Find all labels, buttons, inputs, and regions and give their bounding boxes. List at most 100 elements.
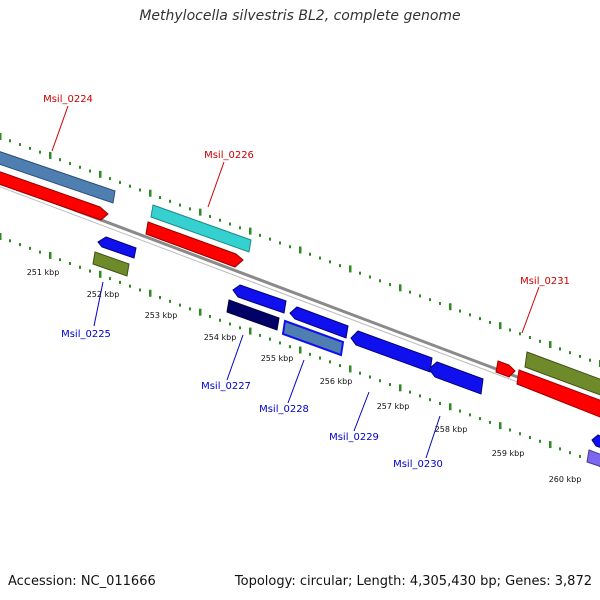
kbp-label: 252 kbp xyxy=(87,290,120,299)
gene-arrow-msil-0229[interactable] xyxy=(350,330,433,373)
tick-mark xyxy=(39,150,41,154)
tick-mark xyxy=(239,226,241,230)
outer-tick-track xyxy=(0,133,600,367)
tick-mark xyxy=(429,398,431,402)
gene-arrow-small-forward[interactable] xyxy=(495,360,516,378)
tick-mark xyxy=(349,265,352,273)
tick-mark xyxy=(579,354,581,358)
tick-mark xyxy=(229,222,231,226)
genome-stats-text: Topology: circular; Length: 4,305,430 bp… xyxy=(234,574,592,589)
tick-mark xyxy=(99,170,102,178)
tick-mark xyxy=(519,332,521,336)
kbp-label: 257 kbp xyxy=(377,402,410,411)
tick-mark xyxy=(99,270,102,278)
tick-mark xyxy=(39,250,41,254)
tick-mark xyxy=(479,417,481,421)
tick-mark xyxy=(149,289,152,297)
tick-mark xyxy=(279,241,281,245)
tick-mark xyxy=(539,339,541,343)
inner-tick-track xyxy=(0,233,600,467)
tick-mark xyxy=(129,284,131,288)
gene-feature-edge-reverse[interactable] xyxy=(586,449,600,468)
accession-text: Accession: NC_011666 xyxy=(8,574,156,589)
tick-mark xyxy=(49,151,52,159)
tick-mark xyxy=(219,318,221,322)
tick-mark xyxy=(309,352,311,356)
tick-mark xyxy=(509,428,511,432)
tick-mark xyxy=(199,208,202,216)
tick-mark xyxy=(79,165,81,169)
tick-mark xyxy=(219,218,221,222)
gene-label-msil-0224[interactable]: Msil_0224 xyxy=(43,94,93,105)
gene-arrow-msil-0231[interactable] xyxy=(516,369,600,418)
gene-label-msil-0228[interactable]: Msil_0228 xyxy=(259,404,309,415)
tick-mark xyxy=(29,246,31,250)
tick-mark xyxy=(549,441,552,449)
gene-arrow-msil-0226[interactable] xyxy=(145,221,244,268)
tick-mark xyxy=(139,188,141,192)
tick-mark xyxy=(489,320,491,324)
tick-mark xyxy=(319,256,321,260)
gene-feature-msil-0227-lower[interactable] xyxy=(226,299,280,331)
kbp-scale-labels: 251 kbp 252 kbp 253 kbp 254 kbp 255 kbp … xyxy=(27,268,582,484)
tick-mark xyxy=(499,422,502,430)
tick-mark xyxy=(529,436,531,440)
tick-mark xyxy=(559,347,561,351)
tick-mark xyxy=(329,260,331,264)
tick-mark xyxy=(369,375,371,379)
tick-mark xyxy=(109,177,111,181)
kbp-label: 256 kbp xyxy=(320,377,353,386)
gene-label-msil-0229[interactable]: Msil_0229 xyxy=(329,432,379,443)
gene-feature-msil-0226-upper[interactable] xyxy=(150,204,252,253)
tick-mark xyxy=(119,180,121,184)
tick-mark xyxy=(149,189,152,197)
tick-mark xyxy=(399,284,402,292)
tick-mark xyxy=(569,451,571,455)
gene-arrow-msil-0225[interactable] xyxy=(97,236,137,259)
gene-arrow-edge-reverse[interactable] xyxy=(591,434,600,449)
kbp-label: 253 kbp xyxy=(145,311,178,320)
gene-label-msil-0227[interactable]: Msil_0227 xyxy=(201,381,251,392)
gene-feature-msil-0228-lower[interactable] xyxy=(281,319,345,357)
gene-arrow-msil-0228[interactable] xyxy=(289,306,349,339)
tick-mark xyxy=(329,360,331,364)
tick-mark xyxy=(159,296,161,300)
tick-mark xyxy=(439,301,441,305)
tick-mark xyxy=(249,227,252,235)
tick-mark xyxy=(409,390,411,394)
kbp-label: 251 kbp xyxy=(27,268,60,277)
gene-feature-msil-0225-lower[interactable] xyxy=(92,251,130,277)
gene-feature-msil-0224-upper[interactable] xyxy=(0,150,116,204)
gene-arrow-msil-0227[interactable] xyxy=(232,284,287,314)
tick-mark xyxy=(19,243,21,247)
tick-mark xyxy=(549,341,552,349)
tick-mark xyxy=(449,303,452,311)
tick-mark xyxy=(59,158,61,162)
gene-label-msil-0230[interactable]: Msil_0230 xyxy=(393,459,443,470)
tick-mark xyxy=(199,308,202,316)
label-callouts xyxy=(51,105,540,459)
forward-strand-features xyxy=(0,150,600,418)
tick-mark xyxy=(0,233,2,240)
tick-mark xyxy=(519,432,521,436)
tick-mark xyxy=(479,317,481,321)
tick-mark xyxy=(449,403,452,411)
gene-label-msil-0231[interactable]: Msil_0231 xyxy=(520,276,570,287)
tick-mark xyxy=(409,290,411,294)
gene-arrow-msil-0224[interactable] xyxy=(0,170,109,221)
tick-mark xyxy=(269,337,271,341)
tick-mark xyxy=(169,299,171,303)
tick-mark xyxy=(319,356,321,360)
tick-mark xyxy=(189,207,191,211)
tick-mark xyxy=(469,313,471,317)
tick-mark xyxy=(89,269,91,273)
gene-label-msil-0225[interactable]: Msil_0225 xyxy=(61,329,111,340)
tick-mark xyxy=(209,214,211,218)
gene-label-msil-0226[interactable]: Msil_0226 xyxy=(204,150,254,161)
tick-mark xyxy=(289,345,291,349)
tick-mark xyxy=(309,252,311,256)
tick-mark xyxy=(0,133,2,140)
gene-feature-msil-0231-upper[interactable] xyxy=(524,351,600,396)
tick-mark xyxy=(249,327,252,335)
gene-arrow-msil-0230[interactable] xyxy=(428,361,484,395)
